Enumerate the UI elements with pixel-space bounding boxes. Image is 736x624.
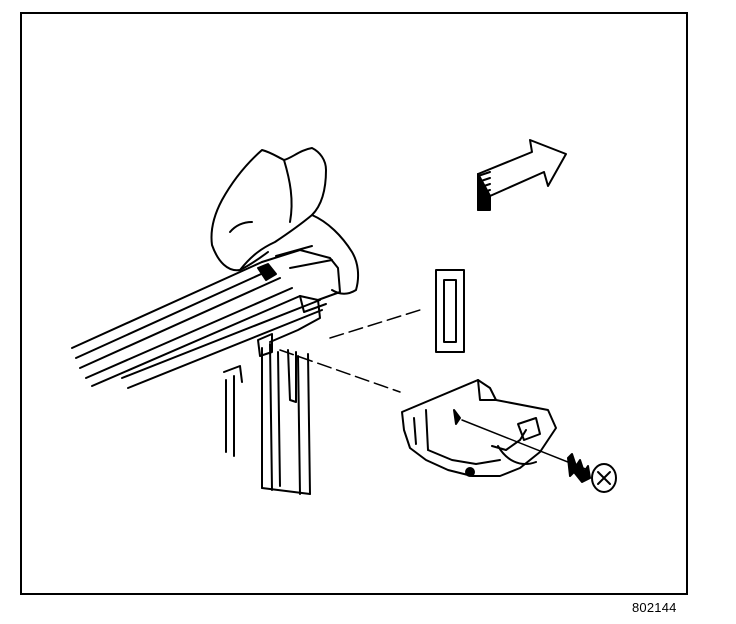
protective-cloth-icon (210, 147, 360, 295)
screw-icon (567, 453, 617, 493)
figure-number: 802144 (632, 600, 677, 615)
screw-assembly (461, 419, 617, 493)
end-cap-icon (401, 379, 557, 477)
direction-arrow-icon (477, 139, 567, 211)
alignment-guide-lines (279, 309, 421, 393)
retainer-clip-icon (435, 269, 465, 353)
figure-frame (20, 12, 688, 595)
roof-rail-assembly-icon (71, 245, 341, 495)
